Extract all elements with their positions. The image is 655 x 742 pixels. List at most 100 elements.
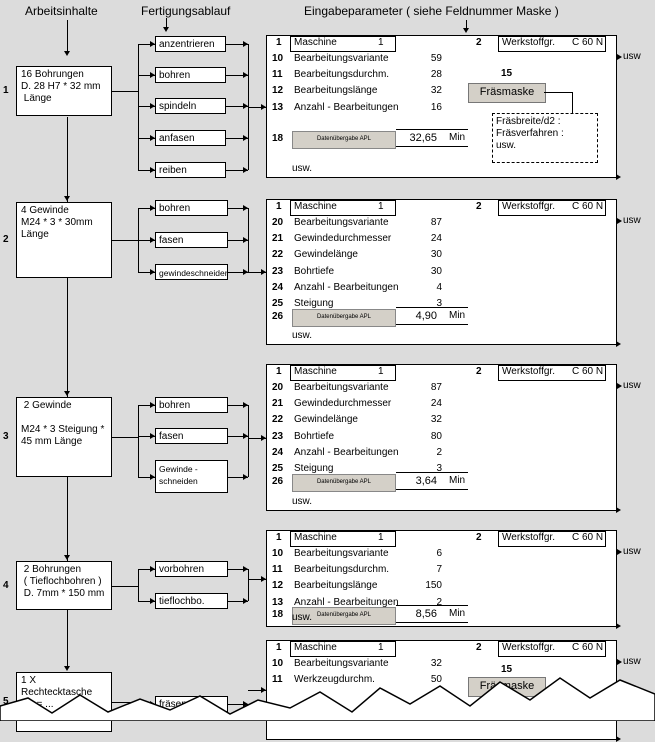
machine-field[interactable] <box>290 531 396 547</box>
transfer-button[interactable]: Datenübergabe APL <box>292 607 396 625</box>
machine-field[interactable] <box>290 641 396 657</box>
material-number: 2 <box>476 37 482 48</box>
machine-value: 1 <box>378 37 384 48</box>
param-value[interactable]: 3 <box>436 463 442 474</box>
material-value: C 60 N <box>572 37 604 48</box>
machine-number: 1 <box>276 201 282 212</box>
param-number: 11 <box>272 69 283 81</box>
row-number: 2 <box>3 234 9 245</box>
material-value: C 60 N <box>572 532 604 543</box>
param-value[interactable]: 59 <box>430 53 442 64</box>
connector-line <box>112 91 138 92</box>
param-number: 12 <box>272 580 284 592</box>
arrow-right-icon <box>243 402 248 408</box>
transfer-number: 26 <box>272 311 284 322</box>
param-label: Bearbeitungsvariante <box>294 548 389 559</box>
connector-line <box>544 92 572 93</box>
extra-number: 15 <box>501 68 513 79</box>
param-label: Anzahl - Bearbeitungen <box>294 281 399 293</box>
arrow-right-icon <box>261 103 266 110</box>
param-value[interactable]: 16 <box>430 101 442 113</box>
connector-line <box>248 578 266 580</box>
task-box: 2 Bohrungen ( Tieflochbohren ) D. 7mm * … <box>16 561 112 610</box>
header-fertigungsablauf: Fertigungsablauf <box>141 4 231 18</box>
arrow-right-icon <box>243 167 248 173</box>
param-value[interactable]: 3 <box>436 298 442 309</box>
material-label: Werkstoffgr. <box>502 201 555 212</box>
connector-line <box>248 106 266 108</box>
param-value[interactable]: 150 <box>425 580 442 592</box>
arrow-right-icon <box>243 598 248 604</box>
arrow-right-icon <box>243 205 248 211</box>
connector-line <box>138 405 139 477</box>
material-field[interactable] <box>498 641 606 657</box>
time-value: 3,64 <box>415 475 437 487</box>
time-field[interactable] <box>396 605 468 623</box>
param-value[interactable]: 28 <box>430 69 442 81</box>
param-number: 10 <box>272 548 284 559</box>
param-value[interactable]: 30 <box>430 265 442 277</box>
param-value[interactable]: 24 <box>430 398 442 410</box>
time-field[interactable] <box>396 472 468 490</box>
arrow-right-icon <box>150 72 155 78</box>
transfer-button[interactable]: Datenübergabe APL <box>292 309 396 327</box>
header-eingabeparameter: Eingabeparameter ( siehe Feldnummer Mask… <box>304 4 559 18</box>
material-field[interactable] <box>498 531 606 547</box>
transfer-button[interactable]: Datenübergabe APL <box>292 131 396 149</box>
operation-box: bohren <box>155 200 228 216</box>
arrow-right-icon <box>243 237 248 243</box>
arrow-right-icon <box>243 135 248 141</box>
param-label: Bearbeitungsvariante <box>294 382 389 393</box>
param-value[interactable]: 87 <box>430 217 442 228</box>
param-label: Anzahl - Bearbeitungen <box>294 101 399 113</box>
machine-value: 1 <box>378 642 384 653</box>
machine-number: 1 <box>276 37 282 48</box>
param-value[interactable]: 32 <box>430 85 442 97</box>
param-value[interactable]: 2 <box>436 596 442 608</box>
material-field[interactable] <box>498 36 606 52</box>
operation-box: anfasen <box>155 130 226 146</box>
param-value[interactable]: 24 <box>430 233 442 245</box>
param-value[interactable]: 6 <box>436 548 442 559</box>
param-number: 20 <box>272 382 284 393</box>
param-value[interactable]: 80 <box>430 430 442 442</box>
time-field[interactable] <box>396 307 468 325</box>
machine-field[interactable] <box>290 36 396 52</box>
fraesmaske-button[interactable]: Fräsmaske <box>468 83 546 103</box>
arrow-right-icon <box>261 269 266 275</box>
transfer-button[interactable]: Datenübergabe APL <box>292 474 396 492</box>
connector-line <box>138 405 155 406</box>
param-value[interactable]: 50 <box>430 674 442 686</box>
param-number: 21 <box>272 233 284 245</box>
param-value[interactable]: 2 <box>436 446 442 458</box>
param-value[interactable]: 30 <box>430 249 442 261</box>
param-label: Bearbeitungsvariante <box>294 658 389 669</box>
material-field[interactable] <box>498 200 606 216</box>
usw-label: usw. <box>292 496 313 507</box>
param-value[interactable]: 4 <box>436 281 442 293</box>
material-label: Werkstoffgr. <box>502 532 555 543</box>
operation-box: bohren <box>155 67 226 83</box>
param-label: Werkzeugdurchm. <box>294 674 375 686</box>
row-number: 3 <box>3 431 9 442</box>
param-label: Gewindedurchmesser <box>294 398 392 410</box>
param-value[interactable]: 32 <box>430 414 442 426</box>
param-value[interactable]: 7 <box>436 564 442 576</box>
param-value[interactable]: 87 <box>430 382 442 393</box>
operation-box: anzentrieren <box>155 36 226 52</box>
material-label: Werkstoffgr. <box>502 366 555 377</box>
header-arbeitsinhalte: Arbeitsinhalte <box>25 4 98 18</box>
connector-line <box>248 208 249 272</box>
param-value[interactable]: 32 <box>430 658 442 669</box>
machine-value: 1 <box>378 532 384 543</box>
time-field[interactable] <box>396 129 468 147</box>
arrow-down-icon <box>64 196 70 201</box>
param-label: Gewindedurchmesser <box>294 233 392 245</box>
material-field[interactable] <box>498 365 606 381</box>
machine-field[interactable] <box>290 200 396 216</box>
connector-line <box>138 75 155 76</box>
arrow-down-icon <box>163 27 169 32</box>
param-number: 24 <box>272 281 284 293</box>
fraesmaske-note: Fräsbreite/d2 : Fräsverfahren : usw. <box>492 113 598 163</box>
machine-field[interactable] <box>290 365 396 381</box>
